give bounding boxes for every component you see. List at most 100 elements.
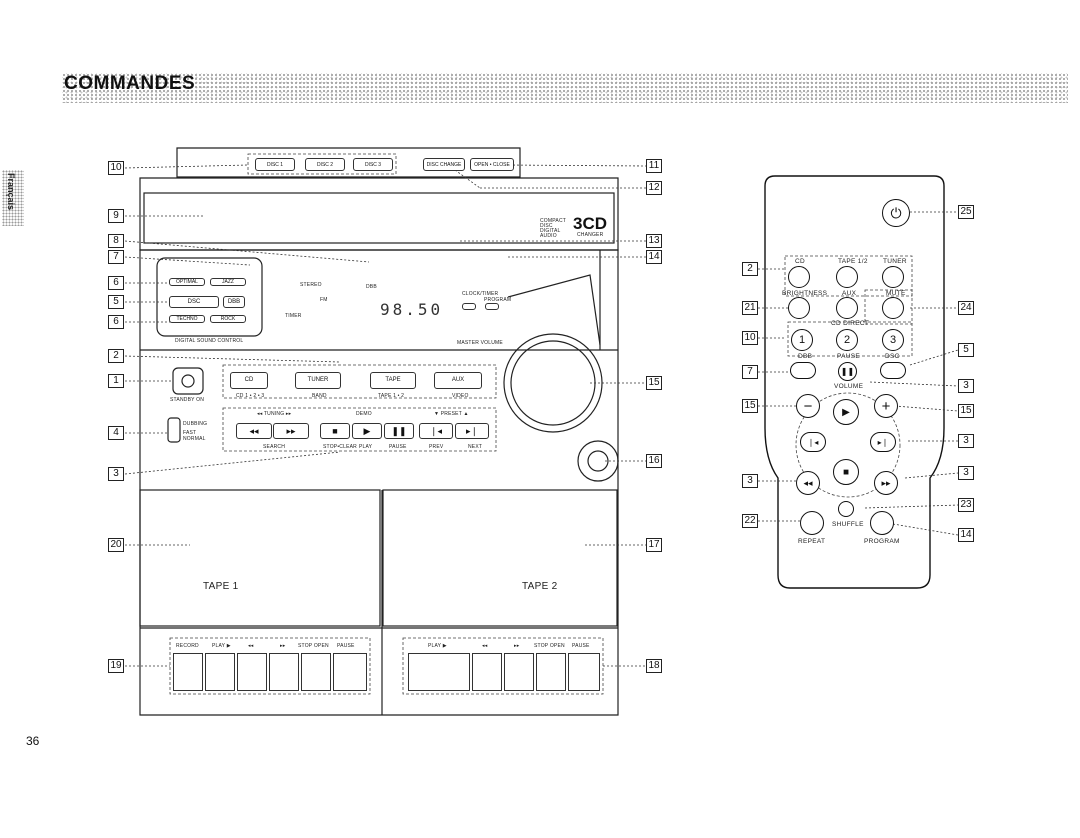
remote-tuner-label: TUNER — [883, 258, 907, 265]
remote-aux-button[interactable] — [836, 297, 858, 319]
play-sub: PLAY — [359, 444, 373, 450]
deck1-rewind-key[interactable] — [237, 653, 267, 691]
optimal-button[interactable]: OPTIMAL — [169, 278, 205, 286]
callout: 14 — [646, 250, 662, 264]
remote-next-button[interactable]: ▸❘ — [870, 432, 896, 452]
fast-forward-button[interactable]: ▸▸ — [273, 423, 309, 439]
callout: 19 — [108, 659, 124, 673]
remote-volume-label: VOLUME — [834, 383, 864, 390]
program-button[interactable] — [485, 303, 499, 310]
deck2-play-key[interactable] — [408, 653, 470, 691]
callout: 15 — [742, 399, 758, 413]
callout: 3 — [742, 474, 758, 488]
pause-button[interactable]: ❚❚ — [384, 423, 414, 439]
timer-indicator: TIMER — [285, 313, 302, 319]
rock-button[interactable]: ROCK — [210, 315, 246, 323]
callout: 14 — [958, 528, 974, 542]
remote-pause-button[interactable]: ❚❚ — [838, 362, 857, 381]
dbb-button[interactable]: DBB — [223, 296, 245, 308]
deck2-rewind-key[interactable] — [472, 653, 502, 691]
next-button[interactable]: ▸❘ — [455, 423, 489, 439]
callout: 11 — [646, 159, 662, 173]
changer-sub-label: CHANGER — [577, 232, 604, 238]
remote-shuffle-button[interactable] — [838, 501, 854, 517]
rewind-button[interactable]: ◂◂ — [236, 423, 272, 439]
callout: 22 — [742, 514, 758, 528]
open-close-button[interactable]: OPEN • CLOSE — [470, 158, 514, 171]
deck1-play-key[interactable] — [205, 653, 235, 691]
deck1-pause-key[interactable] — [333, 653, 367, 691]
remote-cd3-button[interactable]: 3 — [882, 329, 904, 351]
callout: 1 — [108, 374, 124, 388]
remote-tuner-button[interactable] — [882, 266, 904, 288]
callout: 24 — [958, 301, 974, 315]
clock-timer-label: CLOCK/TIMER — [462, 291, 499, 297]
remote-cd-button[interactable] — [788, 266, 810, 288]
remote-play-button[interactable]: ▶ — [833, 399, 859, 425]
aux-source-button[interactable]: AUX — [434, 372, 482, 389]
prev-button[interactable]: ❘◂ — [419, 423, 453, 439]
deck1-play-label: PLAY ▶ — [212, 643, 231, 649]
deck1-stop-key[interactable] — [301, 653, 331, 691]
deck1-record-key[interactable] — [173, 653, 203, 691]
deck2-ff-label: ▸▸ — [514, 643, 520, 649]
remote-prev-button[interactable]: ❘◂ — [800, 432, 826, 452]
remote-mute-button[interactable] — [882, 297, 904, 319]
stop-button[interactable]: ■ — [320, 423, 350, 439]
power-icon[interactable]: ⏻ — [882, 199, 910, 227]
remote-volume-down-button[interactable]: − — [796, 394, 820, 418]
callout: 8 — [108, 234, 124, 248]
page-title: COMMANDES — [64, 73, 196, 94]
disc-change-button[interactable]: DISC CHANGE — [423, 158, 465, 171]
remote-repeat-button[interactable] — [800, 511, 824, 535]
callout: 15 — [958, 404, 974, 418]
remote-program-label: PROGRAM — [864, 538, 900, 545]
remote-tape-button[interactable] — [836, 266, 858, 288]
remote-cd1-button[interactable]: 1 — [791, 329, 813, 351]
clock-timer-button[interactable] — [462, 303, 476, 310]
callout: 21 — [742, 301, 758, 315]
callout: 2 — [742, 262, 758, 276]
page-number: 36 — [26, 734, 40, 748]
deck2-ff-key[interactable] — [504, 653, 534, 691]
callout: 10 — [108, 161, 124, 175]
stereo-indicator: STEREO — [300, 282, 322, 288]
header-banner — [62, 73, 1068, 103]
callout: 15 — [646, 376, 662, 390]
disc3-button[interactable]: DISC 3 — [353, 158, 393, 171]
deck1-ff-label: ▸▸ — [280, 643, 286, 649]
remote-rewind-button[interactable]: ◂◂ — [796, 471, 820, 495]
deck1-ff-key[interactable] — [269, 653, 299, 691]
frequency-display: 98.50 — [380, 300, 444, 319]
jazz-button[interactable]: JAZZ — [210, 278, 246, 286]
remote-ff-button[interactable]: ▸▸ — [874, 471, 898, 495]
callout: 6 — [108, 315, 124, 329]
remote-brightness-button[interactable] — [788, 297, 810, 319]
callout: 2 — [108, 349, 124, 363]
cd-source-button[interactable]: CD — [230, 372, 268, 389]
callout: 10 — [742, 331, 758, 345]
remote-dbb-button[interactable] — [790, 362, 816, 379]
deck2-pause-key[interactable] — [568, 653, 600, 691]
tape2-label: TAPE 2 — [522, 581, 558, 592]
disc2-button[interactable]: DISC 2 — [305, 158, 345, 171]
tape-source-button[interactable]: TAPE — [370, 372, 416, 389]
demo-label: DEMO — [356, 411, 372, 417]
disc1-button[interactable]: DISC 1 — [255, 158, 295, 171]
techno-button[interactable]: TECHNO — [169, 315, 205, 323]
deck2-stop-key[interactable] — [536, 653, 566, 691]
remote-program-button[interactable] — [870, 511, 894, 535]
callout: 25 — [958, 205, 974, 219]
callout: 12 — [646, 181, 662, 195]
remote-dsc-button[interactable] — [880, 362, 906, 379]
remote-volume-up-button[interactable]: + — [874, 394, 898, 418]
remote-tape-label: TAPE 1/2 — [838, 258, 868, 265]
remote-cd-direct-label: CD DIRECT — [831, 320, 870, 327]
tuner-source-button[interactable]: TUNER — [295, 372, 341, 389]
dsc-button[interactable]: DSC — [169, 296, 219, 308]
play-button[interactable]: ▶ — [352, 423, 382, 439]
remote-cd2-button[interactable]: 2 — [836, 329, 858, 351]
aux-source-sub: VIDEO — [452, 393, 469, 399]
deck2-stop-label: STOP OPEN — [534, 643, 565, 649]
remote-stop-button[interactable]: ■ — [833, 459, 859, 485]
